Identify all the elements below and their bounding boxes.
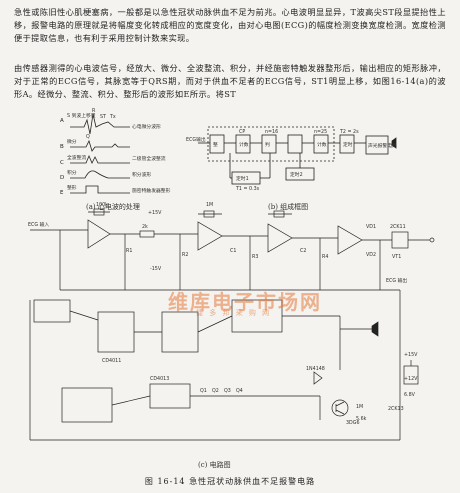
figure-c-circuit	[29, 208, 435, 441]
fig-a-key-A: A	[60, 118, 64, 124]
fig-c-label-9: R3	[252, 254, 258, 260]
fig-c-label-5: 2k	[142, 224, 148, 230]
fig-a-key-E: E	[60, 190, 64, 196]
fig-c-label-16: VT1	[392, 254, 401, 260]
fig-c-label-20: 1N4148	[306, 366, 325, 372]
fig-c-label-8: R2	[182, 252, 188, 258]
fig-a-note-4: 施密特触发器整形	[132, 187, 171, 194]
fig-c-label-29: 6.8V	[404, 392, 416, 398]
paragraph-principle: 由传感器测得的心电波信号，经放大、微分、全波整流、积分，并经施密特触发器整形后，…	[14, 63, 446, 99]
fig-b-block-5: 定时	[343, 141, 353, 148]
fig-a-note-2: 二极管全波整流	[132, 155, 166, 162]
fig-c-label-3: -15V	[150, 266, 162, 272]
fig-c-label-21: CD4011	[102, 358, 121, 364]
fig-c-label-2: +15V	[148, 210, 162, 216]
fig-c-label-17: ECG 输出	[386, 277, 407, 284]
fig-c-label-15: 2CK11	[390, 224, 406, 230]
figure-a-caption: (a) 心电波的处理	[86, 203, 140, 211]
fig-b-cp: CP	[239, 129, 245, 135]
figure-title: 图 16-14 急性冠状动脉供血不足报警电路	[144, 477, 316, 486]
fig-c-label-7: R1	[126, 248, 132, 254]
fig-a-text-C: 全波整流	[67, 154, 86, 161]
fig-c-label-12: C2	[300, 248, 306, 254]
fig-b-t2: T2 = 2s	[339, 129, 359, 135]
watermark-sub: 捷 多 邦 采 购 网	[196, 309, 272, 317]
fig-b-n16: n=16	[265, 129, 278, 135]
fig-a-key-C: C	[60, 160, 64, 166]
fig-c-label-28: 5.6k	[356, 416, 367, 422]
fig-c-label-1: ECG 输入	[28, 221, 49, 228]
fig-a-key-B: B	[60, 144, 64, 150]
fig-c-label-14: VD2	[366, 252, 376, 258]
fig-c-label-30: 1M	[356, 404, 363, 410]
fig-b-alarm: 声光报警电路	[368, 142, 397, 149]
fig-c-label-22: CD4013	[150, 376, 169, 382]
fig-c-label-13: VD1	[366, 224, 376, 230]
figure-a-waveforms	[70, 113, 130, 194]
fig-c-label-18: 3DG6	[346, 420, 360, 426]
fig-a-ann-tx: Tx	[109, 114, 116, 120]
figure-b-caption: (b) 组成框图	[268, 203, 309, 211]
fig-a-text-A: S 到波上移量	[67, 112, 96, 119]
fig-c-label-11: C1	[230, 248, 236, 254]
fig-b-timer2: 定时2	[290, 171, 303, 178]
fig-a-text-D: 积分	[67, 169, 77, 176]
fig-b-t1: T1 = 0.3s	[235, 186, 260, 192]
fig-a-note-3: 积分波形	[132, 171, 151, 178]
fig-b-block-2: 计数	[239, 141, 249, 148]
fig-a-ann-st: ST	[100, 114, 106, 120]
fig-a-note-1: 心电微分波形	[132, 123, 161, 130]
figure-b-block-diagram	[198, 126, 397, 185]
fig-c-label-10: R4	[322, 254, 328, 260]
fig-b-block-1: 整	[213, 141, 218, 148]
figure-c-labels: ECG 输入 +15V -15V 100k 2k 1M R1 R2 R3 R4 …	[28, 202, 418, 426]
fig-b-block-3: 判	[265, 141, 270, 148]
fig-b-input: ECG输出	[186, 136, 206, 143]
fig-c-label-31: 2CK13	[388, 406, 404, 412]
paragraph-intro: 急性或陈旧性心肌梗塞病，一般都是以急性冠状动脉供血不足为前兆。心电波明显显异，T…	[14, 7, 446, 43]
fig-c-label-27: +12V	[404, 376, 418, 382]
watermark-main: 维库电子市场网	[168, 290, 322, 314]
fig-c-label-4: 100k	[96, 202, 108, 208]
figure-a-labels: A S 到波上移量 B 微分 C 全波整流 D 积分 E 整形 ST Tx R …	[60, 108, 171, 196]
fig-c-label-25: Q3	[224, 388, 231, 394]
fig-b-block-4: 计数	[317, 141, 327, 148]
fig-c-label-24: Q2	[212, 388, 219, 394]
fig-a-text-E: 整形	[67, 184, 77, 191]
fig-a-ann-q: Q	[86, 134, 90, 140]
fig-a-text-B: 微分	[67, 138, 77, 145]
fig-c-label-19: +15V	[404, 352, 418, 358]
fig-c-label-26: Q4	[236, 388, 243, 394]
figure-c-caption: (c) 电路图	[198, 461, 231, 469]
fig-c-label-6: 1M	[206, 202, 213, 208]
fig-c-label-23: Q1	[200, 388, 207, 394]
fig-b-n25: n=25	[314, 129, 327, 135]
figure-b-labels: ECG输出 整 CP n=16 n=25 T2 = 2s 计数 判 计数 定时 …	[186, 129, 397, 192]
fig-a-ann-r: R	[92, 108, 96, 114]
fig-b-timer1: 定时1	[236, 175, 249, 182]
fig-a-key-D: D	[60, 175, 64, 181]
